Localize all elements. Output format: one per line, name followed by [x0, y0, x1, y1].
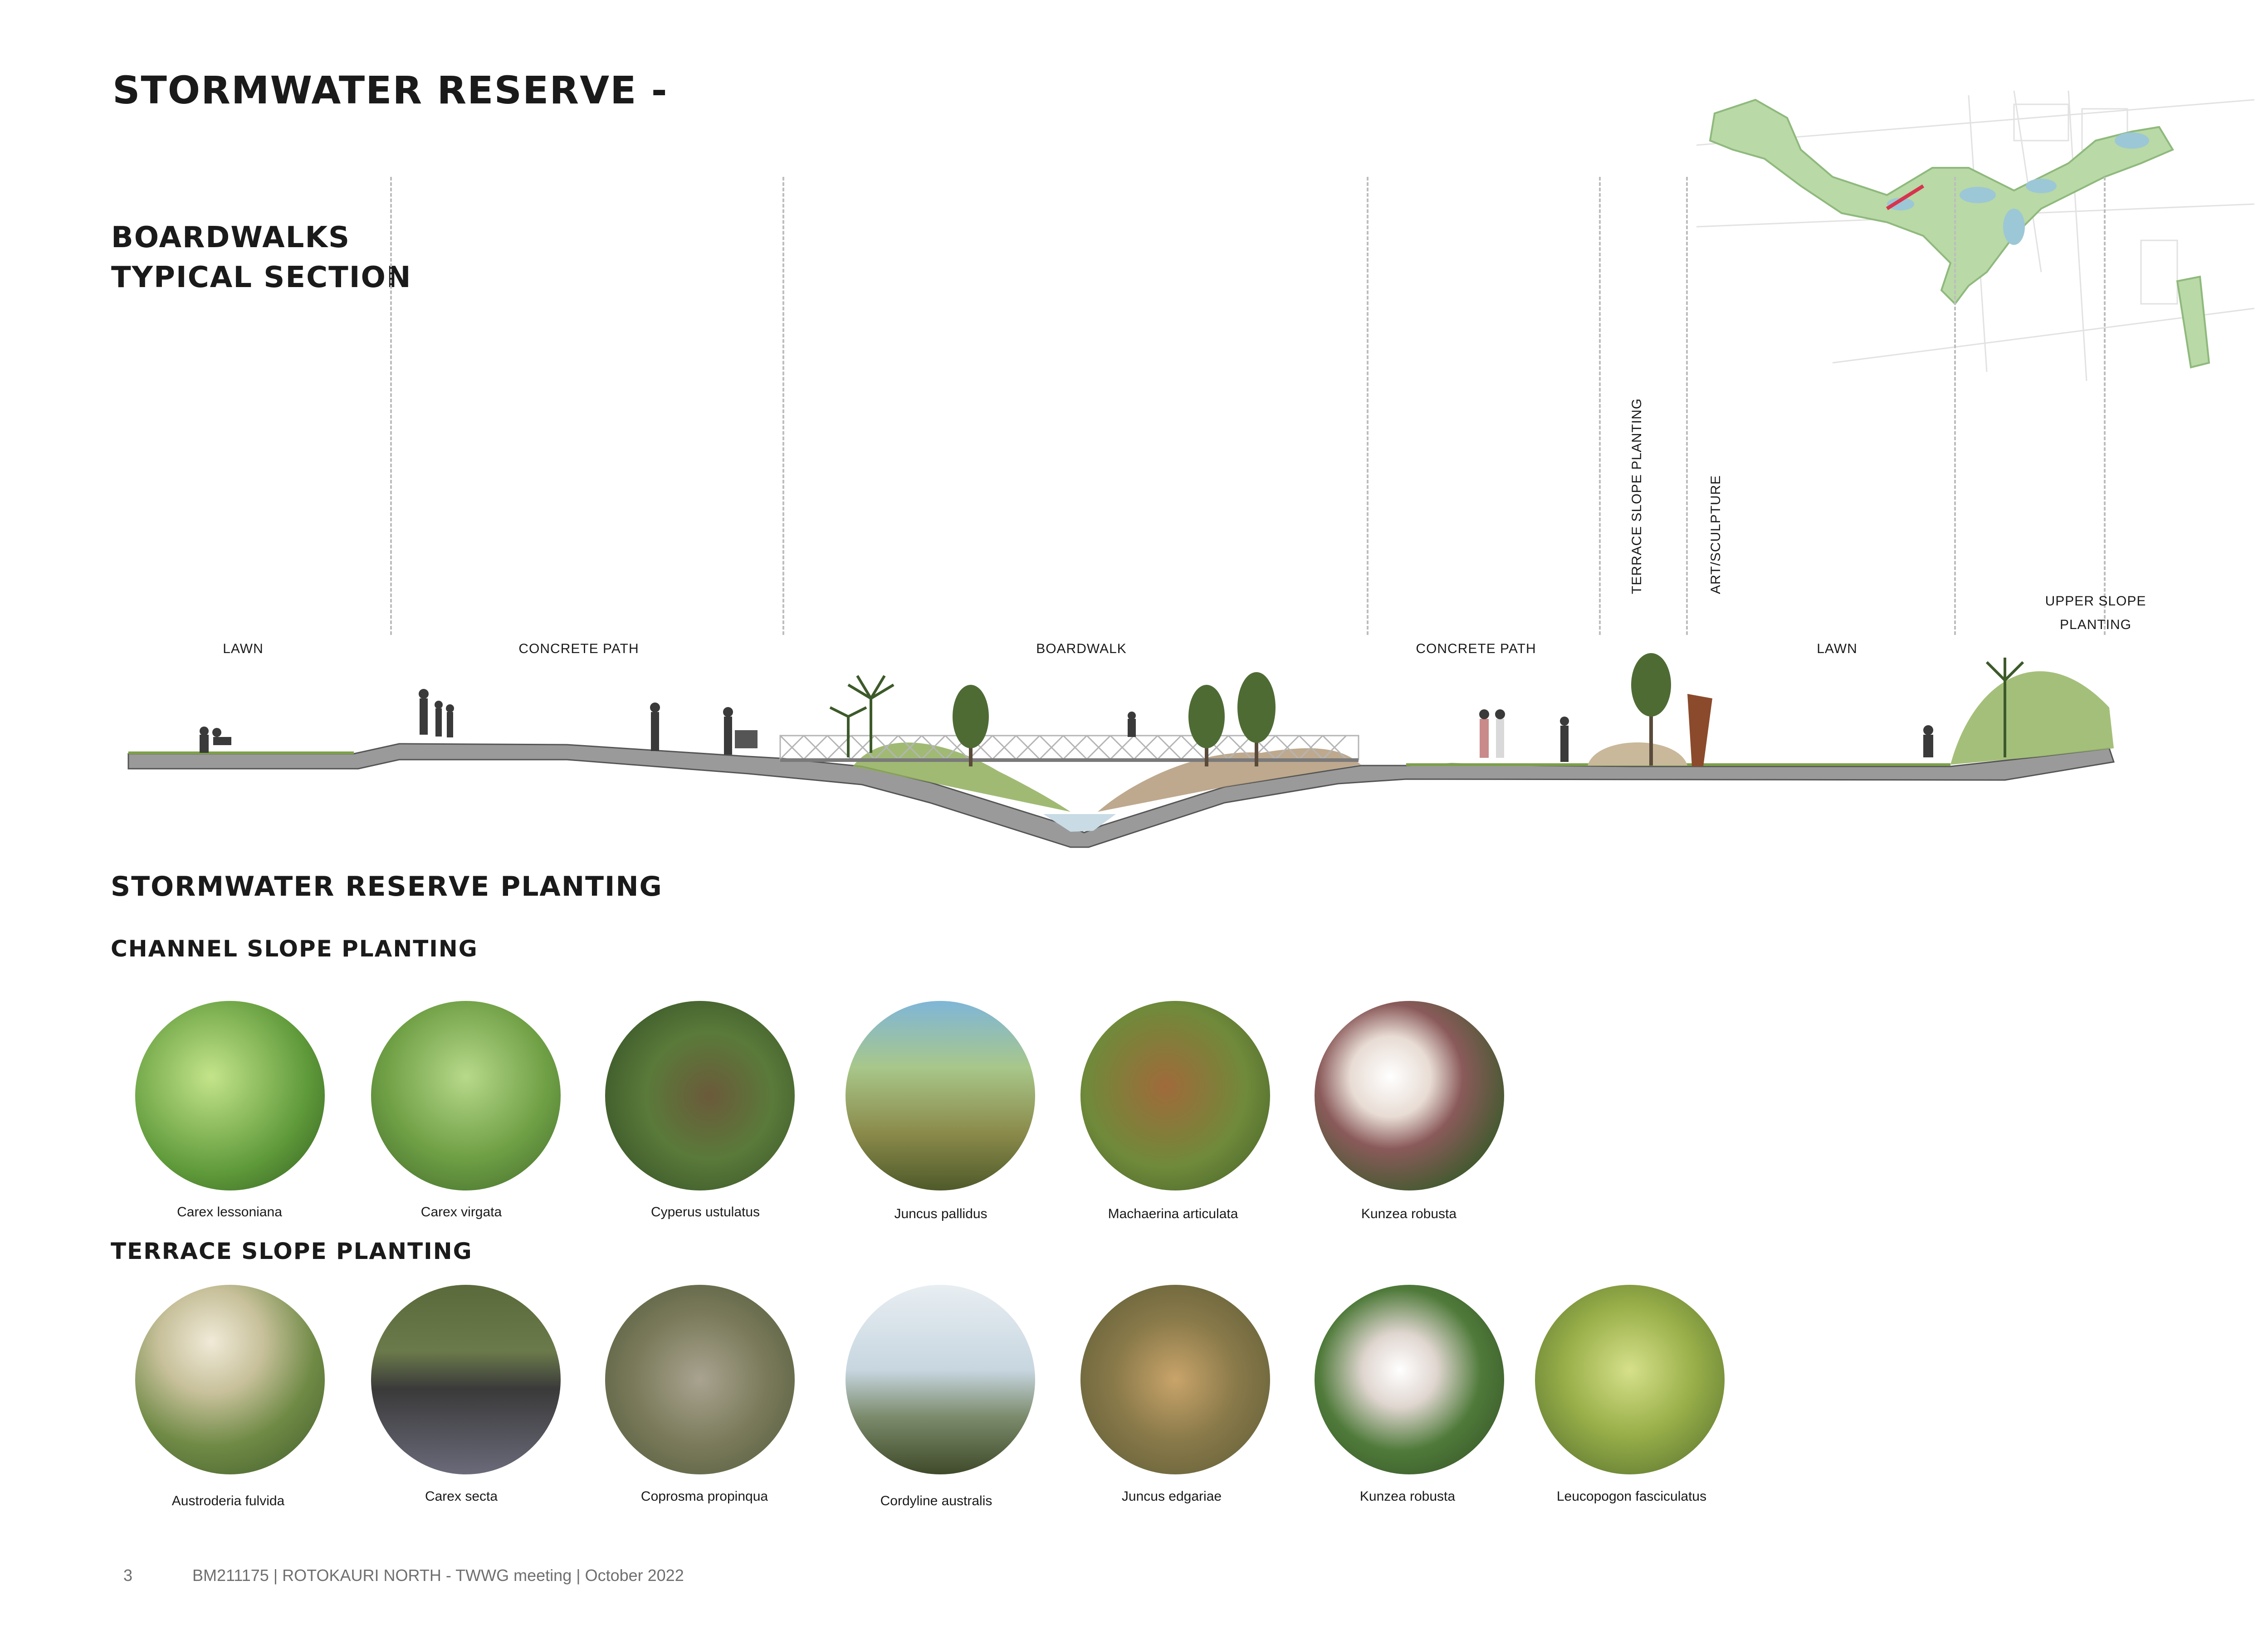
plant-caption: Cyperus ustulatus [650, 1205, 760, 1220]
section-marker [1886, 184, 1925, 210]
subtitle-line-2: TYPICAL SECTION [111, 261, 412, 294]
plant-photo [371, 1285, 561, 1474]
zone-label-concrete-path: CONCRETE PATH [518, 641, 639, 656]
zone-label-art-sculpture: ART/SCULPTURE [1708, 475, 1723, 595]
footer-text: BM211175 | ROTOKAURI NORTH - TWWG meetin… [192, 1566, 684, 1585]
sculpture [1687, 694, 1712, 766]
plant-caption: Leucopogon fasciculatus [1556, 1489, 1707, 1504]
plant-photo [846, 1001, 1035, 1190]
plant-caption: Cordyline australis [880, 1493, 992, 1508]
zone-divider [1954, 177, 1956, 635]
plant-caption: Machaerina articulata [1108, 1206, 1238, 1221]
zone-label-upper-slope: UPPER SLOPE PLANTING [2045, 594, 2146, 632]
plant-caption: Kunzea robusta [1359, 1489, 1456, 1504]
channel-slope-heading: CHANNEL SLOPE PLANTING [111, 936, 478, 962]
plant-caption: Coprosma propinqua [640, 1489, 768, 1504]
water [1043, 814, 1116, 832]
terrace-slope-heading: TERRACE SLOPE PLANTING [111, 1238, 473, 1264]
people [200, 689, 1933, 762]
zone-label-lawn: LAWN [1817, 641, 1857, 656]
plant-photo [846, 1285, 1035, 1474]
zone-divider [1686, 177, 1688, 635]
zone-label-terrace-slope: TERRACE SLOPE PLANTING [1629, 398, 1644, 594]
trees [953, 653, 1671, 766]
zone-label-concrete-path: CONCRETE PATH [1416, 641, 1536, 656]
ground-profile [127, 743, 2115, 848]
plant-caption: Carex virgata [420, 1205, 502, 1220]
section-subtitle: BOARDWALKS TYPICAL SECTION [111, 218, 412, 298]
plant-caption: Juncus pallidus [894, 1206, 987, 1221]
plant-photo [1080, 1285, 1270, 1474]
planting-heading: STORMWATER RESERVE PLANTING [111, 871, 663, 902]
plant-photo [1315, 1285, 1504, 1474]
page-number: 3 [123, 1566, 133, 1585]
zone-divider [2104, 177, 2106, 635]
zone-divider [390, 177, 392, 635]
plant-caption: Juncus edgariae [1121, 1489, 1222, 1504]
zone-divider [782, 177, 784, 635]
plant-photo [135, 1285, 325, 1474]
page-title: STORMWATER RESERVE - [112, 68, 668, 112]
zone-label-boardwalk: BOARDWALK [1036, 641, 1127, 656]
cabbage-trees [829, 658, 2024, 757]
plant-photo [605, 1285, 795, 1474]
plant-photo [1080, 1001, 1270, 1190]
plant-photo [605, 1001, 795, 1190]
location-map [1696, 91, 2254, 381]
zone-divider [1599, 177, 1601, 635]
plant-caption: Carex lessoniana [177, 1205, 282, 1220]
zone-label-lawn: LAWN [223, 641, 264, 656]
section-drawing [127, 653, 2115, 848]
plant-photo [371, 1001, 561, 1190]
plant-caption: Carex secta [425, 1489, 498, 1504]
plant-caption: Kunzea robusta [1361, 1206, 1457, 1221]
plant-photo [1535, 1285, 1725, 1474]
plant-caption: Austroderia fulvida [171, 1493, 285, 1508]
boardwalk-structure [779, 735, 1359, 760]
plant-photo [135, 1001, 325, 1190]
subtitle-line-1: BOARDWALKS [111, 221, 351, 254]
zone-divider [1367, 177, 1369, 635]
reserve-corridor [1709, 98, 2174, 306]
plant-photo [1315, 1001, 1504, 1190]
